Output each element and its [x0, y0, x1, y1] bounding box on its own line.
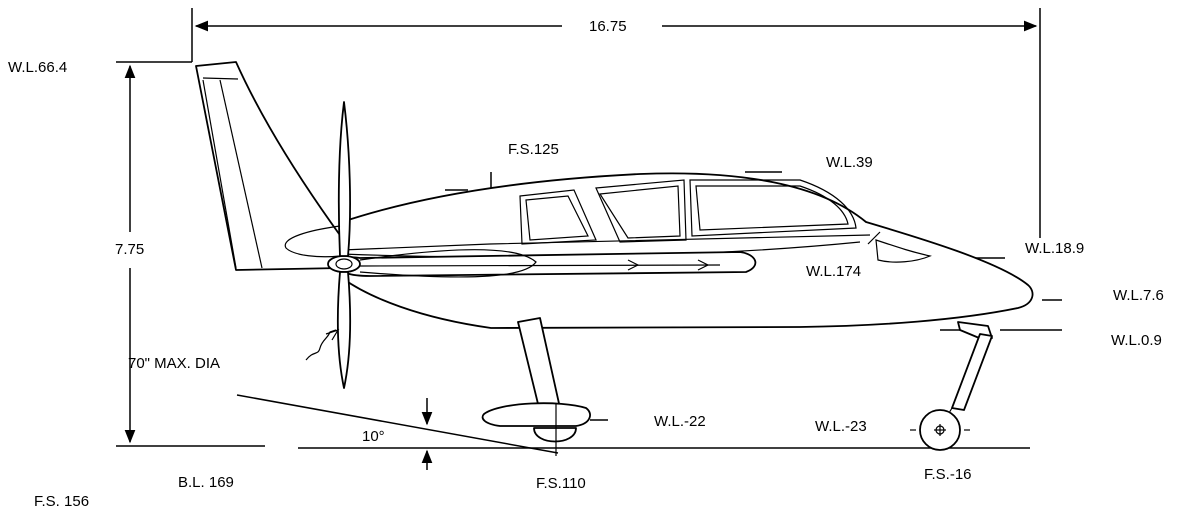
wl-39-label: W.L.39 [826, 154, 873, 171]
wl-0-9-label: W.L.0.9 [1111, 332, 1162, 349]
nose-landing-gear [910, 321, 993, 451]
overall-height-dimension [116, 61, 265, 447]
ground-angle-indicator [236, 394, 559, 470]
prop-diameter-label: 70" MAX. DIA [128, 355, 220, 372]
angle-label: 10° [362, 428, 385, 445]
vertical-tail [195, 61, 343, 271]
wl-7-6-label: W.L.7.6 [1113, 287, 1164, 304]
overall-length-dimension [191, 8, 1041, 238]
wl-minus-22-label: W.L.-22 [654, 413, 706, 430]
overall-height-label: 7.75 [115, 241, 144, 258]
fs-minus-16-label: F.S.-16 [924, 466, 972, 483]
bl-169-label: B.L. 169 [178, 474, 234, 491]
wl-minus-23-label: W.L.-23 [815, 418, 867, 435]
fs-110-label: F.S.110 [536, 475, 586, 492]
fuselage [327, 172, 1034, 329]
wl-18-9-label: W.L.18.9 [1025, 240, 1084, 257]
fs-156-label: F.S. 156 [34, 493, 89, 510]
fs-125-label: F.S.125 [508, 141, 559, 158]
propeller [284, 101, 351, 389]
wl-66-4-label: W.L.66.4 [8, 59, 67, 76]
main-landing-gear [481, 317, 591, 456]
wl-174-label: W.L.174 [806, 263, 861, 280]
overall-length-label: 16.75 [589, 18, 627, 35]
